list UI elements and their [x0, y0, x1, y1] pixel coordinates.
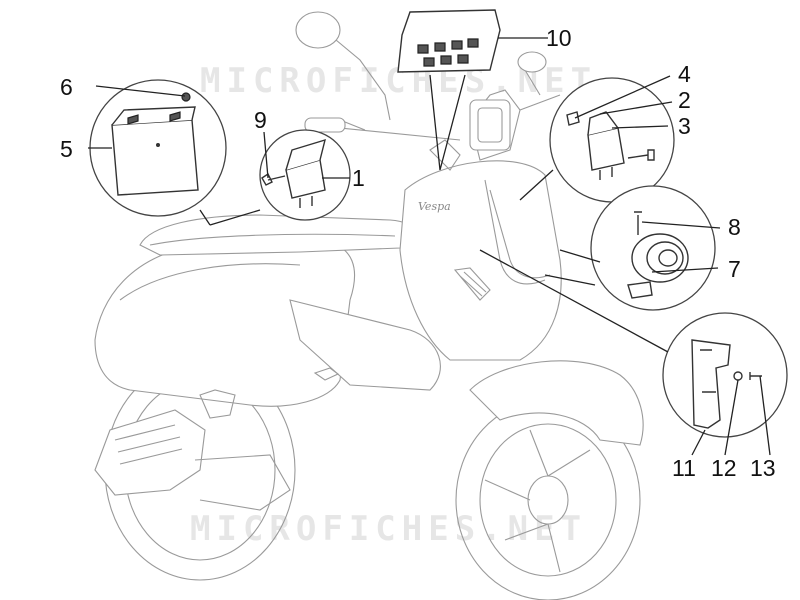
callout-6: 6 — [60, 74, 73, 100]
flasher-detail-circle — [549, 77, 675, 203]
callout-numbers: 1 2 3 4 5 6 7 8 9 10 11 12 13 — [60, 25, 776, 481]
callout-2: 2 — [678, 87, 691, 113]
battery-detail-circle — [89, 79, 227, 217]
callout-10: 10 — [546, 25, 572, 51]
callout-9: 9 — [254, 107, 267, 133]
scooter-outline — [94, 11, 644, 600]
callout-3: 3 — [678, 113, 691, 139]
bracket-detail-circle — [662, 312, 788, 438]
callout-5: 5 — [60, 136, 73, 162]
watermark-bottom: MICROFICHES.NET — [190, 509, 587, 549]
callout-4: 4 — [678, 61, 691, 87]
scooter-logo-text: Vespa — [418, 200, 451, 213]
relay-board-part — [397, 9, 501, 73]
horn-detail-circle — [590, 185, 716, 311]
leader-lines — [88, 37, 771, 456]
callout-11: 11 — [672, 455, 696, 481]
callout-12: 12 — [711, 455, 737, 481]
callout-7: 7 — [728, 256, 741, 282]
callout-13: 13 — [750, 455, 776, 481]
relay-detail-circle — [259, 129, 351, 221]
callout-1: 1 — [352, 165, 365, 191]
callout-8: 8 — [728, 214, 741, 240]
